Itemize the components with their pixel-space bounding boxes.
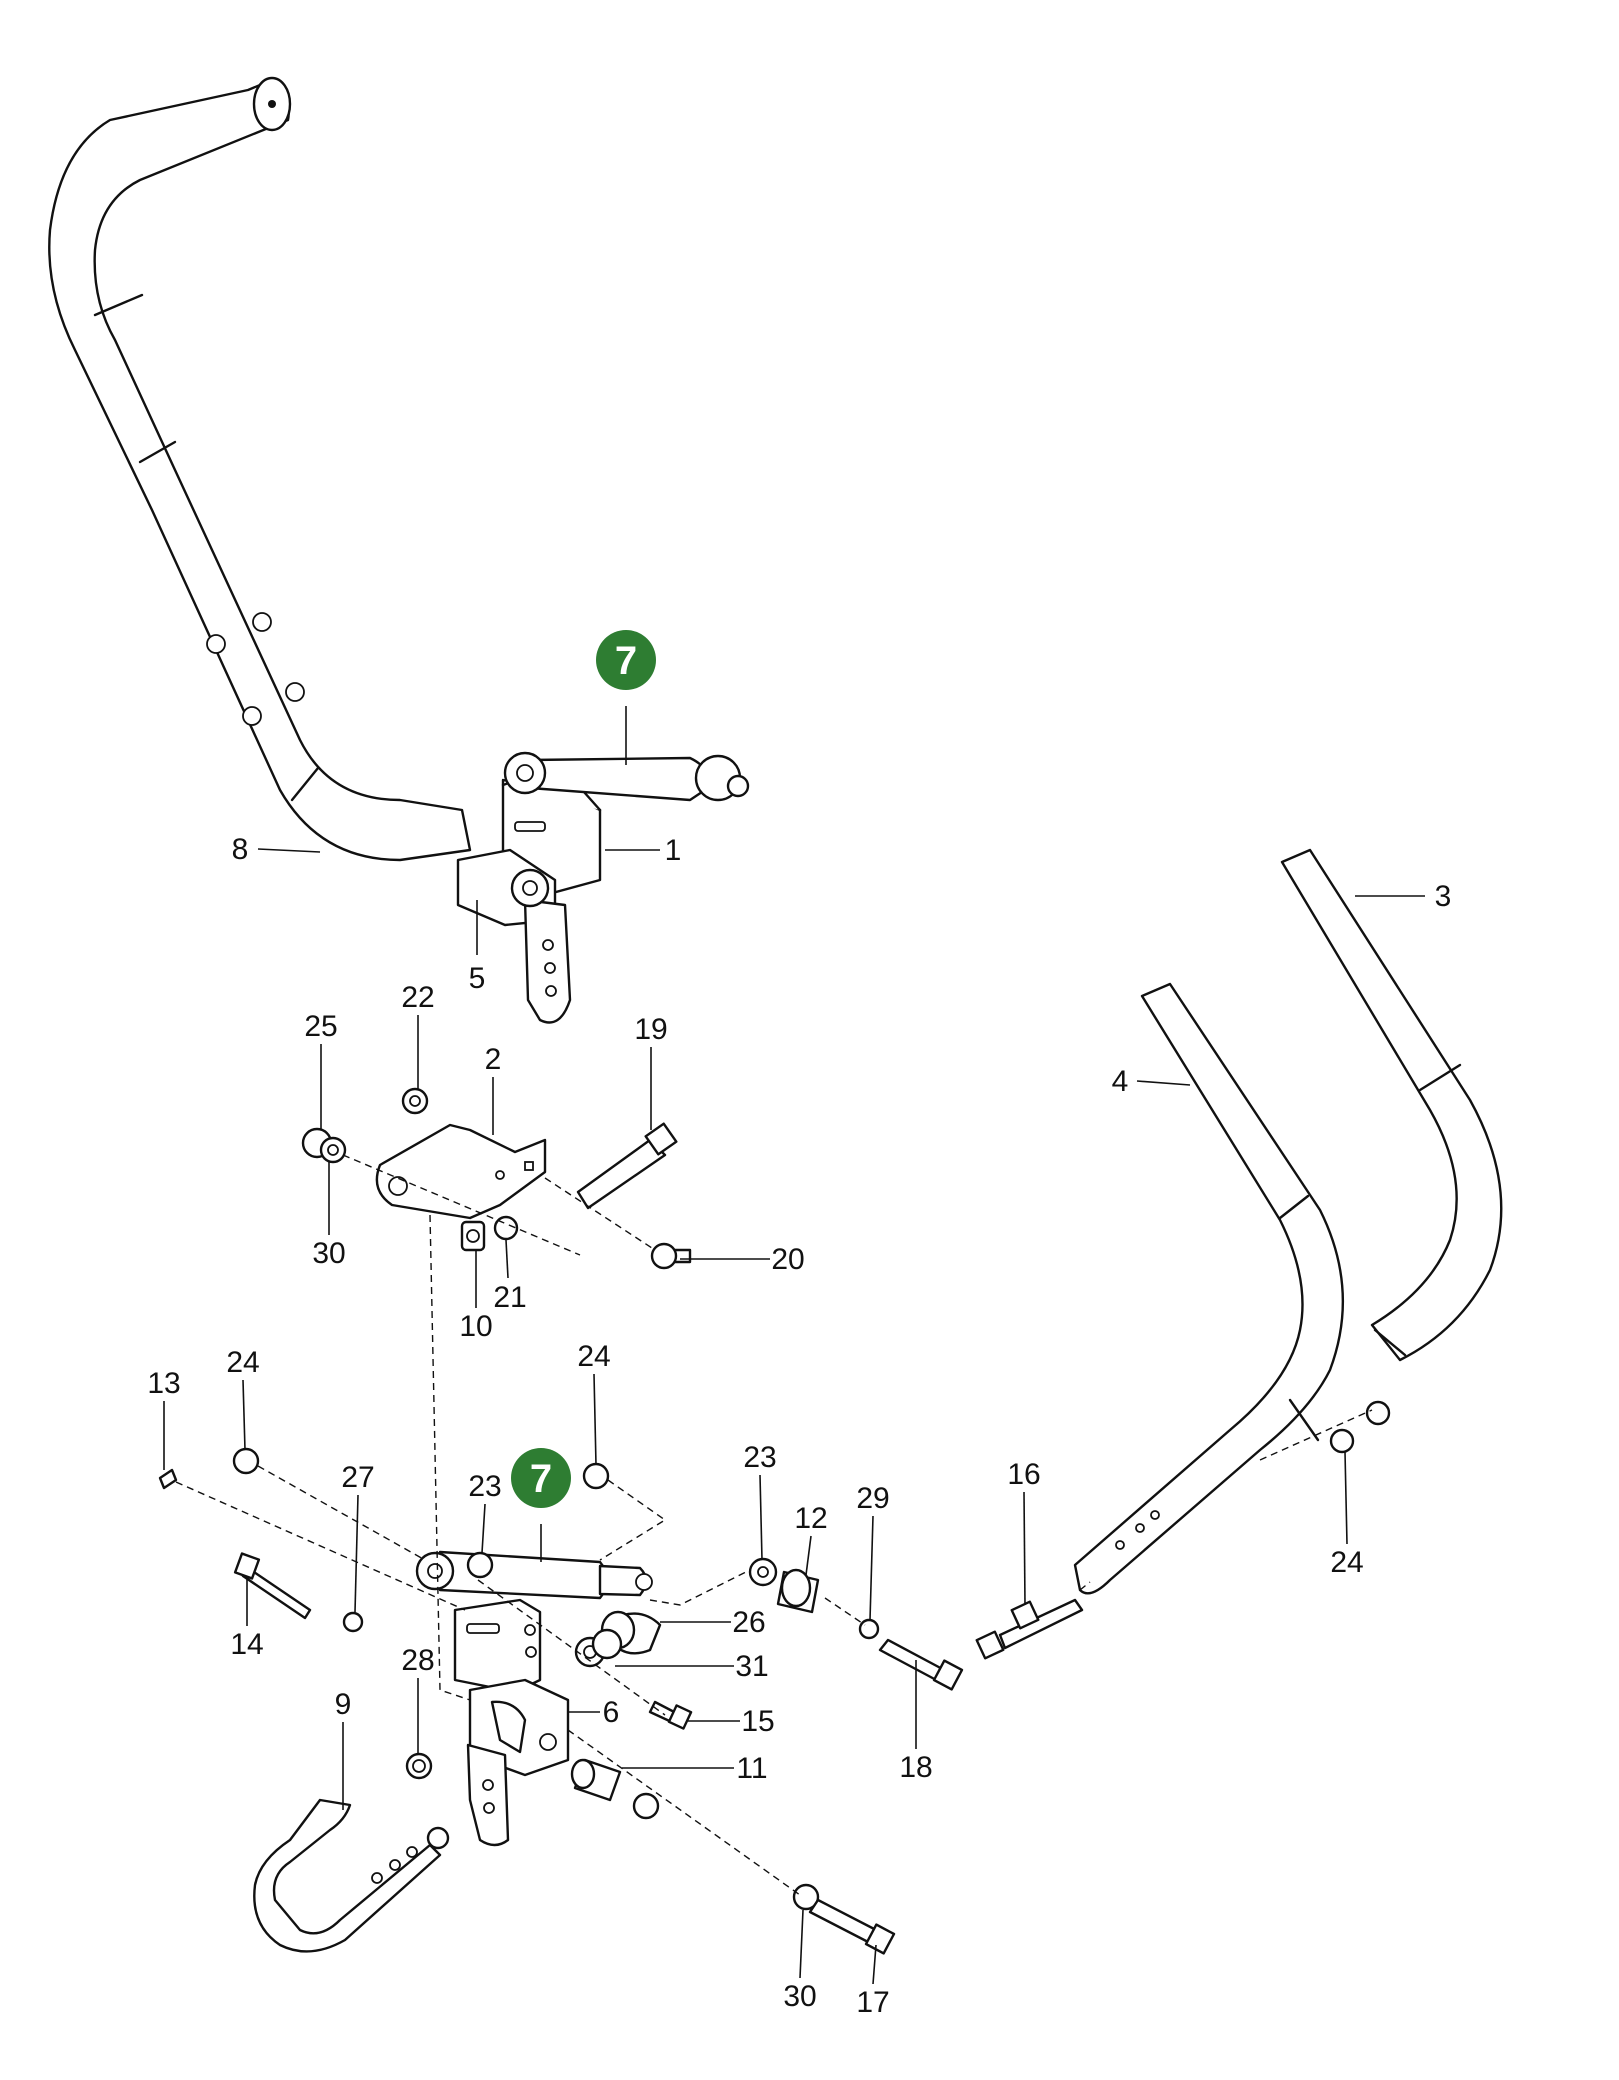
damper-upper [503,751,750,908]
part-callout-label: 30 [312,1237,345,1270]
part-callout-label: 24 [1330,1546,1363,1579]
part-callout-label: 5 [469,962,486,995]
part-callout-label: 1 [665,834,682,867]
control-block-6 [453,1598,570,1847]
part-callout-label: 8 [232,833,249,866]
leader-lines [163,706,1425,1985]
part-callout-label: 20 [771,1243,804,1276]
part-callout-label: 21 [493,1281,526,1314]
part-callout-label: 19 [634,1013,667,1046]
part-callout-label: 15 [741,1705,774,1738]
handle-bar-right-3 [1280,848,1503,1362]
part-callout-label: 9 [335,1688,352,1721]
handle-bar-upper [48,76,472,862]
highlight-badge-circle [511,1448,571,1508]
part-callout-label: 18 [899,1751,932,1784]
part-callout-label: 3 [1435,880,1452,913]
part-callout-label: 30 [783,1980,816,2013]
part-callout-label: 12 [794,1502,827,1535]
part-callout-label: 31 [735,1650,768,1683]
part-callout-label: 24 [577,1340,610,1373]
part-callout-label: 27 [341,1461,374,1494]
highlight-badge-label: 7 [615,639,637,683]
part-callout-label: 29 [856,1482,889,1515]
part-callout-label: 23 [468,1470,501,1503]
part-callout-label: 17 [856,1986,889,2019]
fastener-parts-lower [158,1400,1391,1955]
part-callout-label: 16 [1007,1458,1040,1491]
part-callout-label: 26 [732,1606,765,1639]
foot-pedal-9 [253,1798,450,1953]
part-callout-label: 10 [459,1310,492,1343]
damper-lower [415,1550,653,1600]
part-callout-label: 4 [1112,1065,1129,1098]
part-callout-label: 11 [736,1752,767,1785]
part-callout-label: 23 [743,1441,776,1474]
fastener-parts-middle [301,1087,692,1270]
part-callout-label: 2 [485,1043,502,1076]
highlight-badge-label: 7 [530,1457,552,1501]
part-callout-label: 14 [230,1628,263,1661]
part-callout-label: 22 [401,981,434,1014]
part-callout-label: 25 [304,1010,337,1043]
highlight-badge-circle [596,630,656,690]
part-callout-label: 6 [603,1696,620,1729]
part-callout-label: 28 [401,1644,434,1677]
handle-bar-right-4 [1073,982,1345,1595]
part-callout-label: 13 [147,1367,180,1400]
assembly-lines [175,1154,1373,1896]
bracket-2 [375,1123,547,1220]
highlight-badges: 77 [511,630,656,1508]
part-callout-label: 24 [226,1346,259,1379]
